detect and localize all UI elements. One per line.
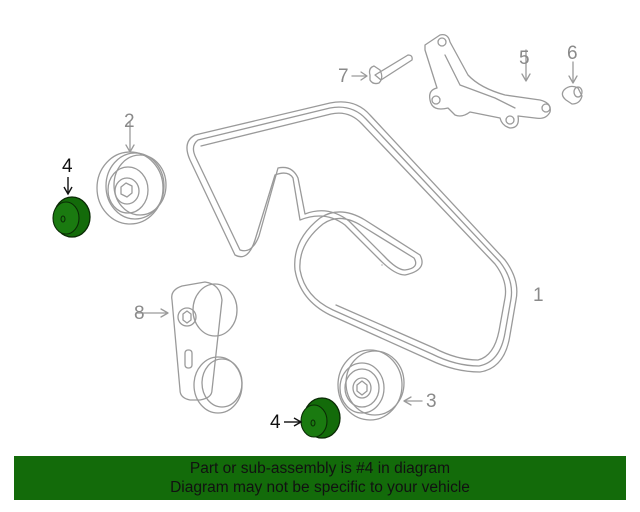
- serpentine-belt: [186, 101, 518, 373]
- dust-cap: [561, 61, 583, 105]
- banner-line-disclaimer: Diagram may not be specific to your vehi…: [170, 479, 470, 496]
- pulley-cover-highlighted-b[interactable]: [284, 397, 341, 439]
- callout-1[interactable]: 1: [533, 285, 544, 306]
- banner-line-part: Part or sub-assembly is #4 in diagram: [189, 460, 451, 477]
- idler-pulley: [96, 121, 167, 225]
- part-info-banner: Part or sub-assembly is #4 in diagram Di…: [14, 456, 626, 500]
- callout-7[interactable]: 7: [338, 66, 349, 87]
- pulley-cover-highlighted-a[interactable]: [52, 177, 91, 238]
- callout-4-lower[interactable]: 4: [270, 412, 281, 433]
- callout-3[interactable]: 3: [426, 391, 437, 412]
- callout-6[interactable]: 6: [567, 43, 578, 64]
- bolt: [351, 54, 413, 266]
- callout-2[interactable]: 2: [124, 111, 135, 132]
- parts-diagram: [52, 34, 583, 439]
- callout-8[interactable]: 8: [134, 303, 145, 324]
- callout-5[interactable]: 5: [519, 48, 530, 69]
- callout-4-upper[interactable]: 4: [62, 156, 73, 177]
- bracket: [424, 34, 551, 129]
- idler-pulley-grooved: [337, 349, 423, 421]
- belt-tensioner: [135, 281, 243, 414]
